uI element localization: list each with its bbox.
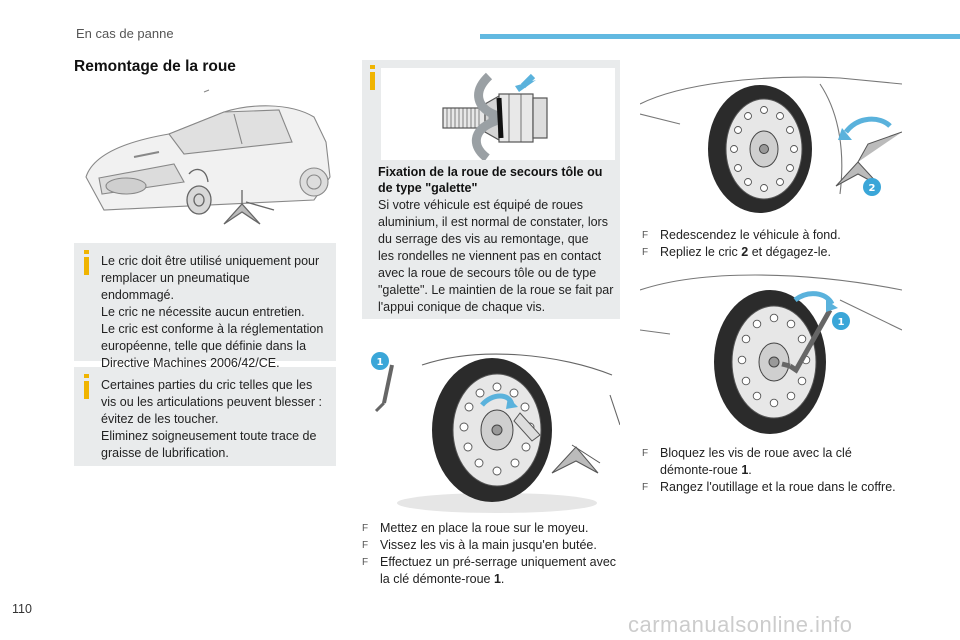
page-title: Remontage de la roue <box>74 58 236 75</box>
jack-safety-note-text: Certaines parties du cric telles que les… <box>101 377 326 462</box>
note-line: Le cric est conforme à la réglementation <box>101 322 324 336</box>
note-line: européenne, telle que définie dans la <box>101 339 307 353</box>
step-text: Rangez l'outillage et la roue dans le co… <box>660 480 896 494</box>
step-item: F Vissez les vis à la main jusqu'en buté… <box>362 537 620 554</box>
jack-usage-note-text: Le cric doit être utilisé uniquement pou… <box>101 253 326 372</box>
tip-line: "galette". Le maintien de la roue se fai… <box>378 283 614 297</box>
step-item: démonte-roue 1. <box>642 462 900 479</box>
mounting-steps: F Mettez en place la roue sur le moyeu. … <box>362 520 620 588</box>
header-accent-bar <box>480 34 960 39</box>
note-line: Eliminez soigneusement toute trace de <box>101 429 317 443</box>
page-number: 110 <box>12 602 32 616</box>
note-line: Directive Machines 2006/42/CE. <box>101 356 280 370</box>
step-text: et dégagez-le. <box>748 245 831 259</box>
jack-safety-note: Certaines parties du cric telles que les… <box>74 367 336 466</box>
tip-title-line: de type "galette" <box>378 181 478 195</box>
step-text: la clé démonte-roue <box>380 572 494 586</box>
tip-line: les rondelles ne viennent pas en contact <box>378 249 602 263</box>
step-text: Mettez en place la roue sur le moyeu. <box>380 521 589 535</box>
info-icon <box>84 250 89 275</box>
note-line: Certaines parties du cric telles que les <box>101 378 313 392</box>
step-text: Redescendez le véhicule à fond. <box>660 228 841 242</box>
step-bullet-icon: F <box>642 247 649 258</box>
tighten-bolts-illustration: 1 <box>640 274 902 434</box>
step-ref-number: 1 <box>493 572 501 586</box>
step-item: F Repliez le cric 2 et dégagez-le. <box>642 244 900 261</box>
wheel-mounting-illustration: 1 <box>371 352 620 513</box>
step-item: F Mettez en place la roue sur le moyeu. <box>362 520 620 537</box>
info-icon <box>370 65 375 90</box>
step-item: F Effectuez un pré-serrage uniquement av… <box>362 554 620 571</box>
info-icon <box>84 374 89 399</box>
lower-vehicle-illustration: 2 <box>640 76 902 213</box>
step-text: Repliez le cric <box>660 245 742 259</box>
step-text: . <box>500 572 505 586</box>
wrench-badge: 1 <box>838 317 845 328</box>
tip-text: Si votre véhicule est équipé de roues al… <box>378 197 614 316</box>
step-ref-number: 1 <box>741 463 749 477</box>
step-bullet-icon: F <box>642 448 649 459</box>
spare-wheel-fixing-tip: Fixation de la roue de secours tôle ou d… <box>362 60 620 319</box>
note-line: vis ou les articulations peuvent blesser… <box>101 395 322 409</box>
step-text: Effectuez un pré-serrage uniquement avec <box>380 555 617 569</box>
section-header: En cas de panne <box>76 26 174 41</box>
step-text: démonte-roue <box>660 463 742 477</box>
tip-title: Fixation de la roue de secours tôle ou d… <box>378 164 612 196</box>
wheel-bolt-washer-illustration <box>381 68 615 160</box>
tip-title-line: Fixation de la roue de secours tôle ou <box>378 165 603 179</box>
step-item: F Bloquez les vis de roue avec la clé <box>642 445 900 462</box>
step-bullet-icon: F <box>642 230 649 241</box>
tip-line: aluminium, il est normal de constater, l… <box>378 215 608 229</box>
step-text: . <box>748 463 752 477</box>
tip-line: du serrage des vis au remontage, que <box>378 232 589 246</box>
step-bullet-icon: F <box>362 523 369 534</box>
note-line: évitez de les toucher. <box>101 412 219 426</box>
note-line: Le cric doit être utilisé uniquement pou… <box>101 254 320 268</box>
note-line: Le cric ne nécessite aucun entretien. <box>101 305 305 319</box>
step-item: F Redescendez le véhicule à fond. <box>642 227 900 244</box>
tightening-steps: F Bloquez les vis de roue avec la clé dé… <box>642 445 900 496</box>
step-item: la clé démonte-roue 1. <box>362 571 620 588</box>
step-text: Bloquez les vis de roue avec la clé <box>660 446 852 460</box>
step-text: Vissez les vis à la main jusqu'en butée. <box>380 538 597 552</box>
step-bullet-icon: F <box>362 557 369 568</box>
jack-usage-note: Le cric doit être utilisé uniquement pou… <box>74 243 336 370</box>
step-item: F Rangez l'outillage et la roue dans le … <box>642 479 900 496</box>
step-ref-number: 2 <box>741 245 749 259</box>
lowering-steps: F Redescendez le véhicule à fond. F Repl… <box>642 227 900 261</box>
tip-line: avec la roue de secours tôle ou de type <box>378 266 597 280</box>
watermark: carmanualsonline.info <box>628 612 853 637</box>
note-line: remplacer un pneumatique endommagé. <box>101 271 250 302</box>
wrench-badge: 1 <box>377 357 384 368</box>
note-line: graisse de lubrification. <box>101 446 229 460</box>
step-bullet-icon: F <box>642 482 649 493</box>
jack-badge: 2 <box>869 183 876 194</box>
tip-line: Si votre véhicule est équipé de roues <box>378 198 583 212</box>
car-with-jack-illustration <box>85 89 331 225</box>
tip-line: l'appui conique de chaque vis. <box>378 300 546 314</box>
step-bullet-icon: F <box>362 540 369 551</box>
